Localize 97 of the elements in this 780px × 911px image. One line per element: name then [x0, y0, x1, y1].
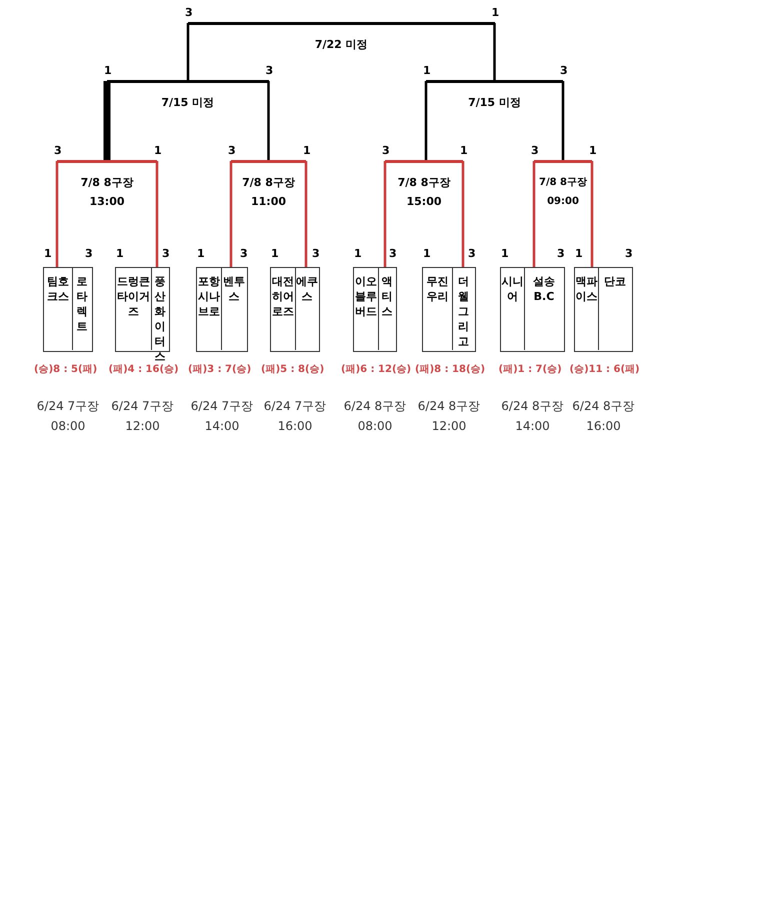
schedule-text: 6/24 7구장 14:00	[190, 398, 254, 435]
match-box	[196, 267, 248, 352]
score-text: (패)8 : 18(승)	[415, 363, 483, 376]
team-name: 드렁큰타이거즈	[116, 274, 151, 319]
seed-number: 3	[625, 247, 633, 260]
score-text: (패)1 : 7(승)	[498, 363, 563, 376]
score-text: (승)8 : 5(패)	[34, 363, 98, 376]
schedule-text: 6/24 8구장 14:00	[500, 398, 565, 435]
schedule-text: 6/24 7구장 12:00	[110, 398, 175, 435]
seed-number: 3	[389, 247, 397, 260]
seed-number: 3	[557, 247, 565, 260]
seed-number: 1	[589, 144, 597, 157]
score-text: (패)3 : 7(승)	[188, 363, 252, 376]
seed-number: 3	[560, 64, 568, 77]
score-text: (패)4 : 16(승)	[108, 363, 176, 376]
team-name: 시니어	[501, 274, 524, 304]
match-info: 7/8 8구장	[396, 175, 452, 191]
seed-number: 1	[501, 247, 509, 260]
team-name: 대전히어로즈	[271, 274, 295, 319]
schedule-text: 6/24 7구장 08:00	[36, 398, 100, 435]
team-name: 단코	[603, 274, 627, 289]
seed-number: 1	[423, 247, 431, 260]
score-text: (패)5 : 8(승)	[261, 363, 326, 376]
bracket-line	[384, 161, 386, 268]
seed-number: 1	[492, 6, 500, 19]
match-info: 7/15 미정	[160, 95, 216, 111]
match-info: 7/8 8구장	[80, 175, 134, 191]
seed-number: 1	[460, 144, 468, 157]
seed-number: 1	[154, 144, 162, 157]
team-name: 액티스	[380, 274, 394, 319]
bracket-line	[493, 23, 496, 80]
team-name: 더웰그리고	[457, 274, 470, 349]
seed-number: 1	[197, 247, 205, 260]
team-column	[378, 268, 395, 350]
seed-number: 3	[382, 144, 390, 157]
bracket-line	[562, 81, 564, 160]
score-text: (승)11 : 6(패)	[570, 363, 638, 376]
seed-number: 3	[228, 144, 236, 157]
schedule-text: 6/24 8구장 08:00	[342, 398, 408, 435]
team-name: 팀호크스	[46, 274, 70, 304]
team-name: 벤투스	[222, 274, 246, 304]
team-name: 무진우리	[426, 274, 450, 304]
match-box	[500, 267, 565, 352]
bracket-line	[230, 161, 232, 268]
seed-number: 3	[162, 247, 170, 260]
match-info: 7/8 8구장	[241, 175, 296, 191]
team-name: 로타렉트	[76, 274, 88, 334]
match-info: 7/22 미정	[314, 37, 369, 53]
seed-number: 1	[303, 144, 311, 157]
seed-number: 1	[116, 247, 124, 260]
seed-number: 3	[54, 144, 62, 157]
bracket-line	[56, 161, 58, 268]
match-box	[422, 267, 476, 352]
bracket-line	[186, 23, 190, 80]
seed-number: 3	[85, 247, 93, 260]
seed-number: 3	[531, 144, 539, 157]
bracket-line	[424, 81, 428, 160]
match-box	[43, 267, 93, 352]
seed-number: 3	[185, 6, 193, 19]
team-column	[295, 268, 318, 350]
score-text: (패)6 : 12(승)	[341, 363, 409, 376]
seed-number: 3	[468, 247, 476, 260]
match-info: 11:00	[250, 194, 287, 210]
team-name: 풍산화이터스	[154, 274, 166, 364]
match-box	[574, 267, 633, 352]
match-info: 7/15 미정	[467, 95, 522, 111]
bracket-line	[590, 161, 594, 268]
team-name: 에쿠스	[296, 274, 318, 304]
schedule-text: 6/24 8구장 12:00	[416, 398, 482, 435]
match-info: 15:00	[405, 194, 442, 210]
seed-number: 1	[104, 64, 112, 77]
team-name: 설송 B.C	[532, 274, 556, 304]
match-info: 7/8 8구장	[538, 176, 588, 190]
seed-number: 1	[44, 247, 52, 260]
match-info: 09:00	[546, 195, 580, 209]
team-column	[221, 268, 246, 350]
seed-number: 3	[312, 247, 320, 260]
match-box	[270, 267, 320, 352]
schedule-text: 6/24 8구장 16:00	[571, 398, 636, 435]
team-name: 이오블루버드	[354, 274, 378, 319]
seed-number: 1	[271, 247, 279, 260]
match-box	[353, 267, 397, 352]
bracket-line	[156, 161, 158, 268]
bracket-line	[462, 161, 464, 268]
seed-number: 1	[575, 247, 583, 260]
team-name: 포항시나브로	[197, 274, 221, 319]
seed-number: 1	[354, 247, 362, 260]
seed-number: 3	[240, 247, 248, 260]
bracket-line	[104, 81, 110, 160]
team-name: 맥파이스	[575, 274, 598, 304]
bracket-line	[267, 81, 270, 160]
seed-number: 3	[266, 64, 274, 77]
match-info: 13:00	[88, 194, 126, 210]
seed-number: 1	[423, 64, 431, 77]
bracket-line	[532, 161, 536, 268]
schedule-text: 6/24 7구장 16:00	[262, 398, 328, 435]
bracket-line	[304, 161, 308, 268]
